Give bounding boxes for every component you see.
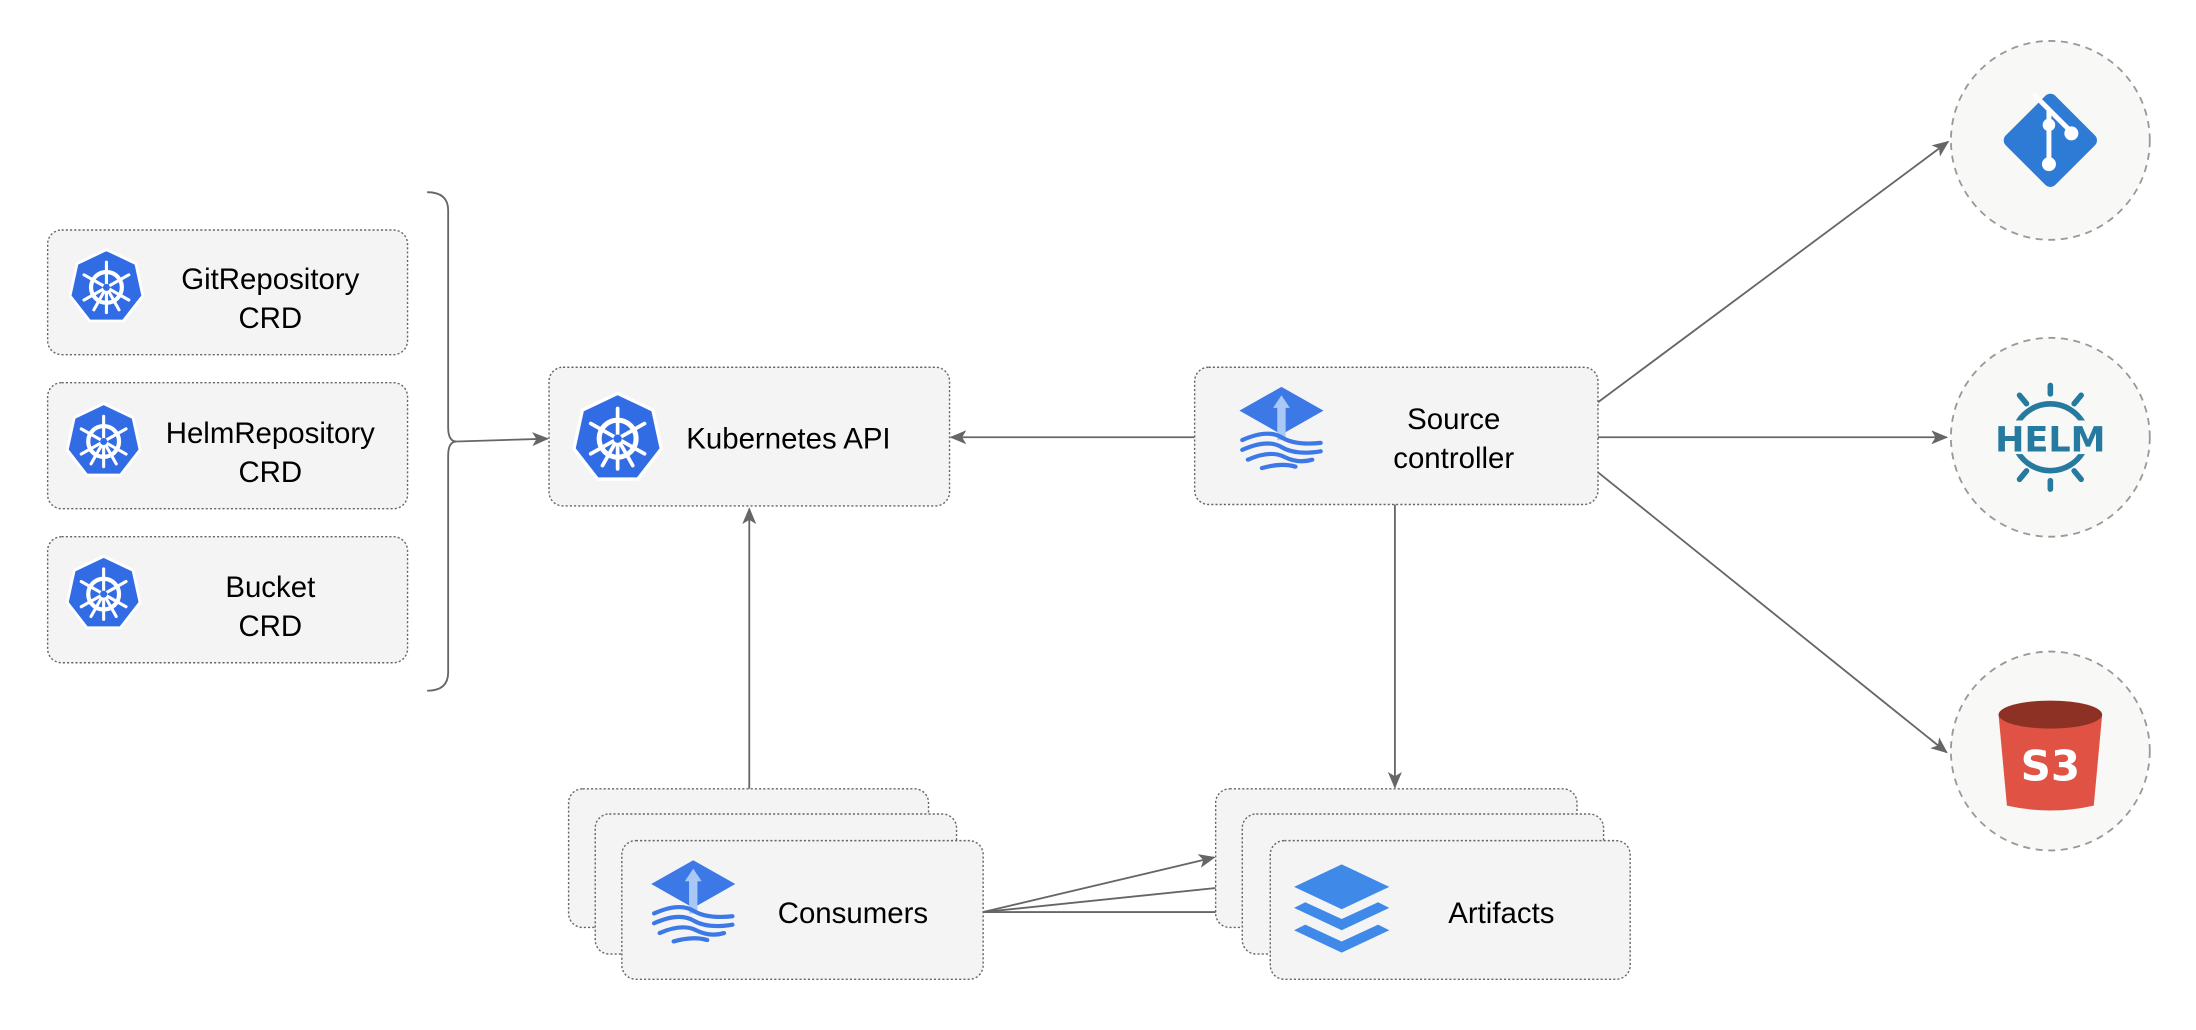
node-label: CRD xyxy=(238,456,302,489)
node-label: Kubernetes API xyxy=(686,422,890,455)
svg-text:HELM: HELM xyxy=(1995,420,2105,460)
kubernetes-icon xyxy=(67,404,140,475)
bucket-crd-node[interactable]: Bucket CRD xyxy=(46,536,409,664)
node-label: Consumers xyxy=(778,897,928,930)
node-label: controller xyxy=(1393,442,1514,475)
edge-crds-to-k8s-api xyxy=(456,432,549,447)
grouping-bracket xyxy=(427,191,457,692)
edge-source-to-git xyxy=(1597,140,1950,403)
node-label: Source xyxy=(1407,403,1500,436)
kubernetes-icon xyxy=(67,556,140,627)
svg-text:S3: S3 xyxy=(2021,741,2080,790)
kubernetes-api-node[interactable]: Kubernetes API xyxy=(548,366,951,507)
node-label: GitRepository xyxy=(181,263,359,296)
node-label: CRD xyxy=(238,610,302,643)
s3-bucket-icon: S3 xyxy=(1998,700,2103,811)
s3-bucket-source-node[interactable]: S3 xyxy=(1950,650,2151,852)
node-label: HelmRepository xyxy=(166,417,375,450)
source-controller-node[interactable]: Source controller xyxy=(1193,366,1599,506)
helm-repository-crd-node[interactable]: HelmRepository CRD xyxy=(46,381,409,510)
kubernetes-icon xyxy=(70,250,143,321)
edge-consumers-to-artifacts xyxy=(983,880,1243,913)
edge-source-to-s3 xyxy=(1597,471,1948,754)
git-icon xyxy=(2003,92,2097,187)
git-repository-crd-node[interactable]: GitRepository CRD xyxy=(46,229,409,356)
helm-icon: HELM xyxy=(1994,382,2107,492)
edge-consumers-to-artifacts xyxy=(982,854,1216,913)
kubernetes-icon xyxy=(574,393,661,479)
node-label: CRD xyxy=(238,302,302,335)
node-label: Bucket xyxy=(225,571,315,604)
consumers-node-stack[interactable]: Consumers xyxy=(567,788,984,980)
node-label: Artifacts xyxy=(1448,897,1554,930)
helm-repository-source-node[interactable]: HELM xyxy=(1950,336,2151,538)
artifacts-node-stack[interactable]: Artifacts xyxy=(1214,788,1631,980)
git-source-node[interactable] xyxy=(1950,40,2151,241)
